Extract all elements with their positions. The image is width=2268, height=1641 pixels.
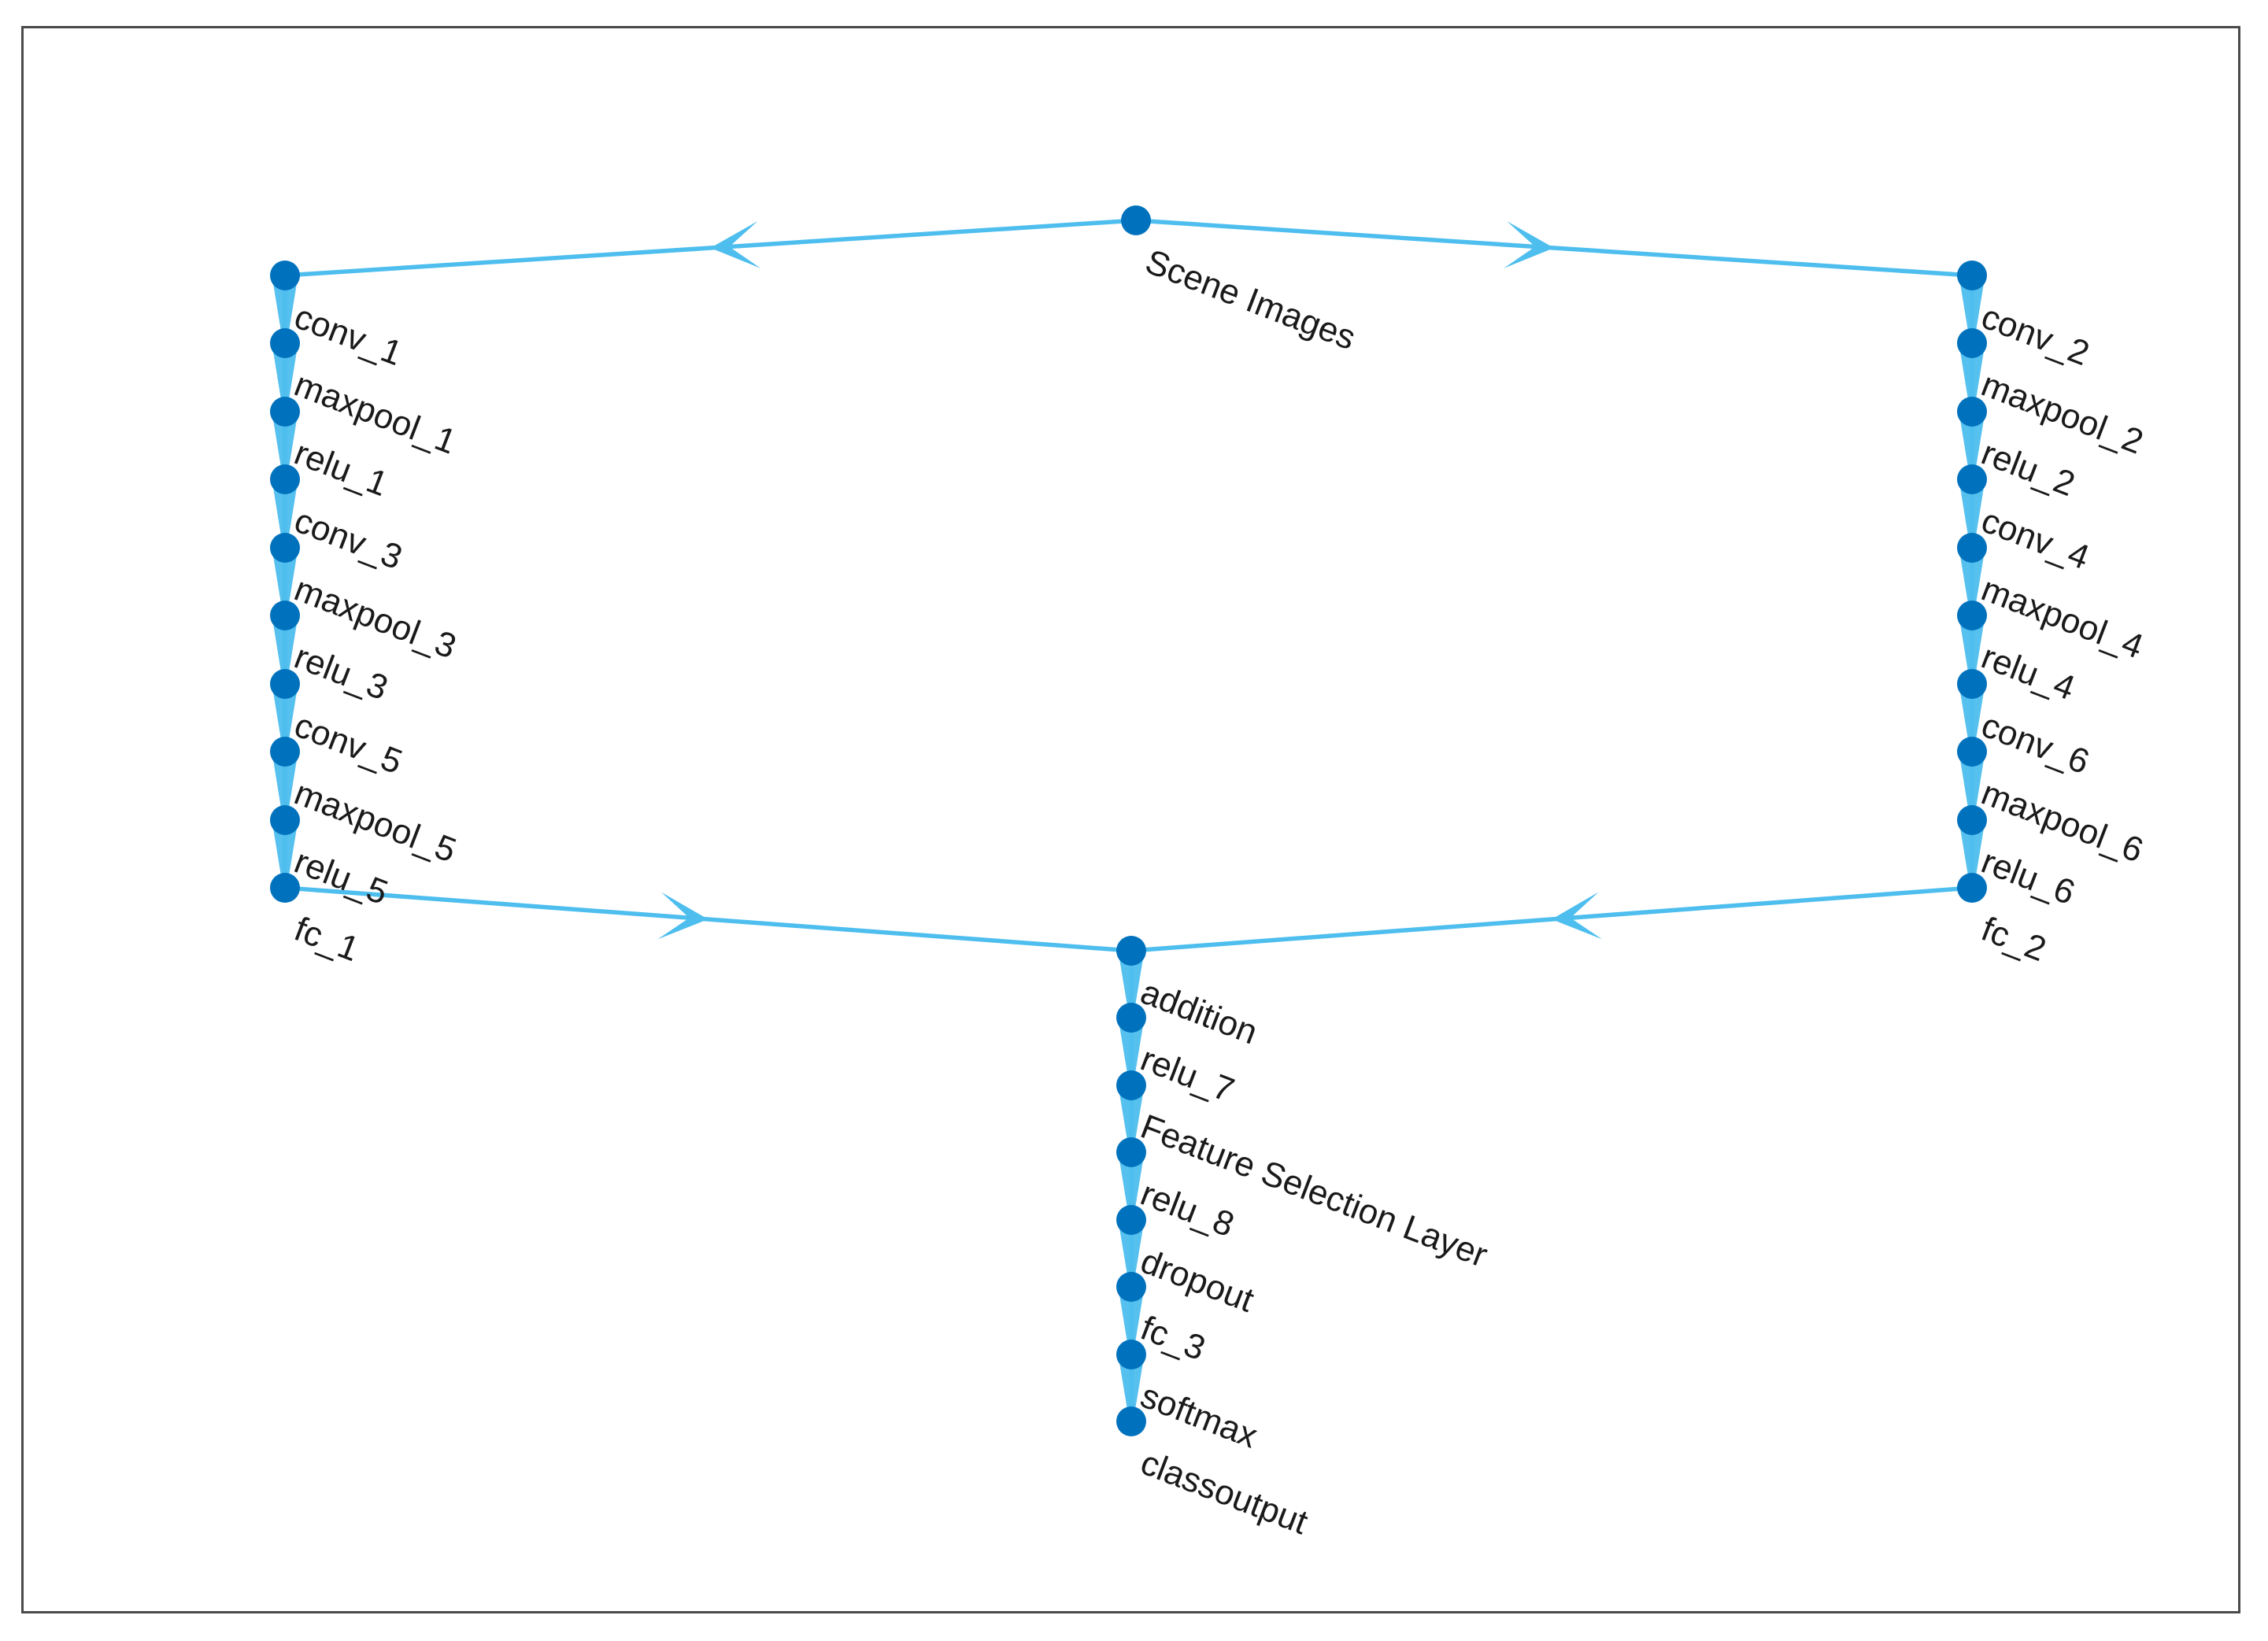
figure-canvas: Scene Imagesconv_1maxpool_1relu_1conv_3m…: [21, 26, 2240, 1613]
